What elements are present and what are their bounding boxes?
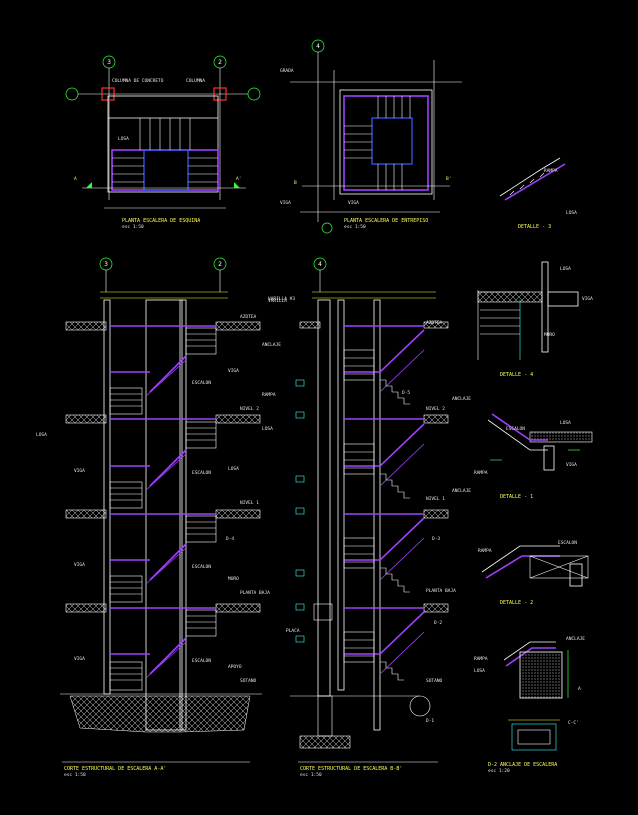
svg-text:esc 1:50: esc 1:50 <box>122 224 144 230</box>
svg-text:VIGA: VIGA <box>566 462 577 468</box>
svg-text:SOTANO: SOTANO <box>426 678 443 684</box>
svg-text:VIGA: VIGA <box>582 296 593 302</box>
svg-text:AZOTEA: AZOTEA <box>426 320 443 326</box>
svg-text:ESCALON: ESCALON <box>192 658 211 664</box>
svg-text:VIGA: VIGA <box>74 656 85 662</box>
svg-text:LOSA: LOSA <box>560 266 571 272</box>
svg-text:ANCLAJE: ANCLAJE <box>452 396 471 402</box>
svg-text:LOSA: LOSA <box>228 466 239 472</box>
svg-text:D-1: D-1 <box>426 718 434 724</box>
svg-text:esc 1:50: esc 1:50 <box>344 224 366 230</box>
svg-text:VIGA: VIGA <box>228 368 239 374</box>
detail-5: RAMPA LOSA DETALLE - 3 <box>499 157 577 230</box>
svg-text:LOSA: LOSA <box>36 432 47 438</box>
detail-4: LOSA VIGA MURO DETALLE - 4 <box>477 261 593 378</box>
svg-text:GRADA: GRADA <box>280 68 294 74</box>
svg-text:B: B <box>294 180 297 186</box>
svg-text:ESCALON: ESCALON <box>192 380 211 386</box>
label-columna: COLUMNA DE CONCRETO <box>112 78 164 84</box>
svg-text:RAMPA: RAMPA <box>544 168 558 174</box>
grid-bubble-a <box>65 87 79 101</box>
svg-text:VARILLA: VARILLA <box>268 298 287 304</box>
svg-text:ESCALON: ESCALON <box>192 470 211 476</box>
svg-text:MURO: MURO <box>544 332 555 338</box>
grid-bubble-label: 2 <box>218 59 222 66</box>
svg-text:COLUMNA: COLUMNA <box>186 78 205 84</box>
plan-view-b: 4 B B' GRADA VIGA VIGA PLANTA ESCALERA D… <box>280 39 462 234</box>
svg-text:esc 1:50: esc 1:50 <box>64 772 86 778</box>
svg-text:D-5: D-5 <box>402 390 410 396</box>
svg-text:A: A <box>74 176 77 182</box>
svg-text:RAMPA: RAMPA <box>474 470 488 476</box>
column <box>213 87 227 101</box>
svg-text:VARILLA #3: VARILLA #3 <box>268 296 295 302</box>
svg-text:ESCALON: ESCALON <box>558 540 577 546</box>
svg-text:4: 4 <box>318 261 322 268</box>
svg-text:VIGA: VIGA <box>74 468 85 474</box>
detail-1: ESCALON LOSA VIGA RAMPA DETALLE - 1 <box>474 413 593 500</box>
slab <box>65 321 261 613</box>
svg-text:DETALLE - 1: DETALLE - 1 <box>500 494 533 500</box>
svg-text:LOSA: LOSA <box>262 426 273 432</box>
svg-text:CORTE ESTRUCTURAL DE ESCALERA: CORTE ESTRUCTURAL DE ESCALERA A-A' <box>64 766 166 772</box>
svg-text:PLANTA BAJA: PLANTA BAJA <box>426 588 456 594</box>
svg-text:PLANTA BAJA: PLANTA BAJA <box>240 590 270 596</box>
svg-text:LOSA: LOSA <box>566 210 577 216</box>
svg-text:LOSA: LOSA <box>560 420 571 426</box>
detail-3: RAMPA LOSA ANCLAJE A C-C' D-2 ANCLAJE DE… <box>474 636 585 774</box>
svg-text:ESCALON: ESCALON <box>506 426 525 432</box>
detail-2: ESCALON RAMPA DETALLE - 2 <box>478 540 589 606</box>
svg-text:SOTANO: SOTANO <box>240 678 257 684</box>
section-a-a: 3 2 <box>36 257 287 778</box>
svg-text:DETALLE - 2: DETALLE - 2 <box>500 600 533 606</box>
svg-text:NIVEL 1: NIVEL 1 <box>240 500 259 506</box>
plan-view-a: 3 2 A A' COLUMNA DE CONCRETO COLUMNA LOS… <box>65 55 261 230</box>
svg-text:PLANTA ESCALERA DE ENTREPISO: PLANTA ESCALERA DE ENTREPISO <box>344 218 428 224</box>
grid-bubble-b <box>247 87 261 101</box>
section-b-b: 4 <box>268 257 471 778</box>
svg-text:4: 4 <box>316 43 320 50</box>
svg-text:RAMPA: RAMPA <box>262 392 276 398</box>
svg-text:A': A' <box>236 176 241 182</box>
view-title: PLANTA ESCALERA DE ESQUINA <box>122 218 200 224</box>
svg-text:NIVEL 2: NIVEL 2 <box>426 406 445 412</box>
svg-text:AZOTEA: AZOTEA <box>240 314 257 320</box>
svg-text:esc 1:20: esc 1:20 <box>488 768 510 774</box>
svg-text:2: 2 <box>218 261 222 268</box>
svg-text:C-C': C-C' <box>568 720 579 726</box>
svg-text:3: 3 <box>104 261 108 268</box>
svg-text:esc 1:50: esc 1:50 <box>300 772 322 778</box>
svg-text:NIVEL 1: NIVEL 1 <box>426 496 445 502</box>
svg-text:ANCLAJE: ANCLAJE <box>452 488 471 494</box>
grid-bubble-label: 3 <box>107 59 111 66</box>
svg-text:LOSA: LOSA <box>474 668 485 674</box>
svg-text:APOYO: APOYO <box>228 664 242 670</box>
svg-text:CORTE ESTRUCTURAL DE ESCALERA: CORTE ESTRUCTURAL DE ESCALERA B-B' <box>300 766 402 772</box>
svg-text:DETALLE - 3: DETALLE - 3 <box>518 224 551 230</box>
svg-text:D-2: D-2 <box>434 620 442 626</box>
svg-text:MURO: MURO <box>228 576 239 582</box>
svg-text:VIGA: VIGA <box>74 562 85 568</box>
svg-text:NIVEL 2: NIVEL 2 <box>240 406 259 412</box>
svg-text:VIGA: VIGA <box>348 200 359 206</box>
svg-text:RAMPA: RAMPA <box>474 656 488 662</box>
svg-text:LOSA: LOSA <box>118 136 129 142</box>
svg-text:DETALLE - 4: DETALLE - 4 <box>500 372 533 378</box>
svg-text:VIGA: VIGA <box>280 200 291 206</box>
svg-text:D-4: D-4 <box>226 536 234 542</box>
svg-text:PLACA: PLACA <box>286 628 300 634</box>
svg-text:RAMPA: RAMPA <box>478 548 492 554</box>
svg-text:ESCALON: ESCALON <box>192 564 211 570</box>
svg-text:D-3: D-3 <box>432 536 440 542</box>
svg-text:B': B' <box>446 176 451 182</box>
svg-text:ANCLAJE: ANCLAJE <box>262 342 281 348</box>
svg-text:ANCLAJE: ANCLAJE <box>566 636 585 642</box>
svg-text:A: A <box>578 686 581 692</box>
svg-text:D-2 ANCLAJE DE ESCALERA: D-2 ANCLAJE DE ESCALERA <box>488 762 557 768</box>
